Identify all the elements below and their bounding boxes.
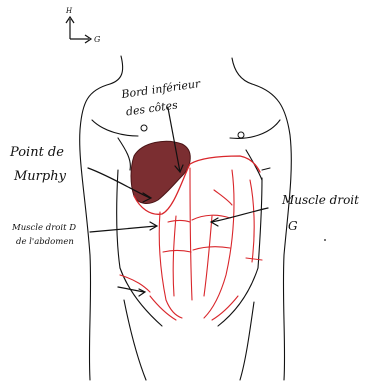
costal-margin-label-line-1: Bord inférieur — [120, 77, 202, 101]
neck-line-left — [232, 58, 252, 84]
murphy-point-label: Point de Murphy — [9, 145, 68, 184]
lower-pointer-arrowhead — [139, 289, 145, 296]
intersection-left-2 — [193, 247, 230, 250]
orientation-compass — [66, 17, 91, 43]
right-pectoral-line — [92, 120, 138, 136]
costal-margin-label-line-2: des côtes — [125, 98, 179, 118]
left-rectus-lateral — [204, 170, 234, 318]
costal-margin-label: Bord inférieur des côtes — [120, 77, 207, 119]
right-rectus-label-line-2: de l'abdomen — [16, 237, 74, 247]
left-rectus-label-line-1: Muscle droit — [281, 193, 359, 207]
left-rectus-fiber — [204, 216, 212, 296]
left-torso-inner — [258, 178, 262, 268]
murphy-point-label-line-2: Murphy — [13, 169, 67, 184]
right-torso-inner — [117, 170, 120, 268]
right-thigh-line — [124, 300, 146, 380]
neck-line-right — [110, 56, 123, 84]
murphy-point-region — [131, 141, 190, 203]
right-rectus-label-line-1: Muscle droit D — [11, 223, 76, 233]
left-chest-curve — [246, 150, 262, 180]
stray-dot — [324, 239, 326, 241]
intersection-right-2 — [163, 251, 191, 253]
right-rectus-label: Muscle droit D de l'abdomen — [11, 223, 79, 247]
left-rectus-arrow — [212, 208, 268, 222]
left-rectus-label-line-2: G — [288, 219, 298, 233]
left-pectoral-line — [230, 120, 280, 138]
right-nipple — [141, 125, 147, 131]
pointer-arrows — [88, 108, 268, 296]
left-thigh-line — [240, 302, 254, 380]
right-chest-curve — [118, 138, 130, 170]
left-rectus-label: Muscle droit G — [281, 193, 363, 233]
linea-alba — [190, 168, 192, 300]
right-inguinal-line — [150, 296, 176, 320]
intersection-right-1 — [168, 221, 190, 223]
left-side-tick — [262, 168, 270, 170]
left-inguinal-line — [212, 296, 238, 320]
left-upper-fiber — [214, 190, 232, 205]
right-rectus-arrow — [90, 226, 156, 232]
right-rectus-lateral — [159, 212, 182, 318]
left-flank-muscle — [250, 180, 254, 262]
right-rectus-fiber — [173, 216, 176, 296]
torso-outline — [80, 56, 292, 380]
left-nipple — [238, 132, 244, 138]
nipples — [141, 125, 244, 138]
compass-up-label: H — [65, 7, 73, 15]
left-lower-tick — [246, 258, 262, 260]
murphy-point-label-line-1: Point de — [9, 145, 64, 160]
compass-right-label: G — [94, 35, 101, 44]
